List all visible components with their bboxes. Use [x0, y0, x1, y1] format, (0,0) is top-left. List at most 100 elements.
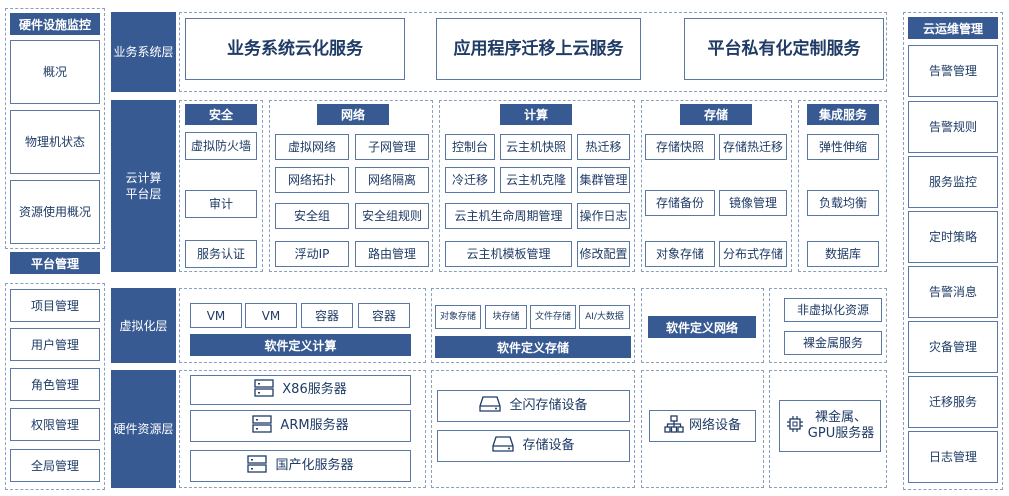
console[interactable]: 控制台 — [445, 134, 495, 160]
nav-role-management[interactable]: 角色管理 — [10, 368, 100, 401]
network-device[interactable]: 网络设备 — [649, 410, 756, 442]
network-icon — [664, 415, 684, 437]
floating-ip[interactable]: 浮动IP — [275, 241, 349, 267]
database[interactable]: 数据库 — [807, 241, 879, 267]
route-management[interactable]: 路由管理 — [355, 241, 429, 267]
virt-compute-panel — [179, 288, 426, 363]
virtual-network[interactable]: 虚拟网络 — [275, 134, 349, 160]
subnet-management[interactable]: 子网管理 — [355, 134, 429, 160]
layer-cloud-platform: 云计算 平台层 — [111, 100, 176, 272]
vm-snapshot[interactable]: 云主机快照 — [500, 134, 572, 160]
audit[interactable]: 审计 — [185, 190, 257, 218]
storage-snapshot[interactable]: 存储快照 — [645, 134, 715, 160]
software-defined-storage[interactable]: 软件定义存储 — [435, 336, 631, 358]
nav-permission-management[interactable]: 权限管理 — [10, 408, 100, 441]
image-management[interactable]: 镜像管理 — [719, 190, 787, 216]
domestic-server[interactable]: 国产化服务器 — [190, 450, 411, 482]
hardware-monitor-panel — [5, 8, 105, 249]
nav-log-management[interactable]: 日志管理 — [908, 431, 998, 483]
security-group[interactable]: 安全组 — [275, 203, 349, 229]
vm-1[interactable]: VM — [190, 303, 242, 328]
operation-log[interactable]: 操作日志 — [577, 203, 630, 229]
vm-2[interactable]: VM — [245, 303, 297, 328]
load-balancer[interactable]: 负载均衡 — [807, 190, 879, 216]
hard-drive-icon — [479, 395, 502, 417]
network-panel — [269, 100, 433, 272]
container-2[interactable]: 容器 — [358, 303, 410, 328]
service-auth[interactable]: 服务认证 — [185, 240, 257, 268]
distributed-storage[interactable]: 分布式存储 — [719, 241, 787, 267]
baremetal-line2: GPU服务器 — [807, 426, 875, 441]
baremetal-line1: 裸金属、 — [814, 410, 867, 425]
nav-alert-messages[interactable]: 告警消息 — [908, 266, 998, 318]
security-group-rules[interactable]: 安全组规则 — [355, 203, 429, 229]
nav-migration-service[interactable]: 迁移服务 — [908, 376, 998, 428]
arm-server[interactable]: ARM服务器 — [190, 410, 411, 442]
server-icon — [252, 415, 273, 437]
platform-management-title: 平台管理 — [10, 252, 100, 274]
container-1[interactable]: 容器 — [301, 303, 353, 328]
nav-resource-usage[interactable]: 资源使用概况 — [10, 180, 100, 244]
nav-overview[interactable]: 概况 — [10, 40, 100, 104]
network-topology[interactable]: 网络拓扑 — [275, 167, 349, 193]
x86-server[interactable]: X86服务器 — [190, 375, 411, 405]
storage-backup[interactable]: 存储备份 — [645, 190, 715, 216]
hw-network-panel — [641, 370, 764, 488]
vm-clone[interactable]: 云主机克隆 — [500, 167, 572, 193]
bare-metal-service[interactable]: 裸金属服务 — [784, 331, 882, 355]
virtual-firewall[interactable]: 虚拟防火墙 — [185, 132, 257, 160]
all-flash-storage[interactable]: 全闪存储设备 — [437, 390, 630, 422]
non-virtualized-resources[interactable]: 非虚拟化资源 — [784, 298, 882, 322]
compute-panel — [439, 100, 635, 272]
layer-hardware: 硬件资源层 — [111, 370, 176, 488]
chip-icon — [786, 415, 804, 437]
security-title: 安全 — [185, 104, 257, 125]
nav-global-management[interactable]: 全局管理 — [10, 449, 100, 482]
nav-service-monitor[interactable]: 服务监控 — [908, 156, 998, 208]
object-storage[interactable]: 对象存储 — [645, 241, 715, 267]
storage-device[interactable]: 存储设备 — [437, 430, 630, 462]
object-storage-virt[interactable]: 对象存储 — [435, 305, 481, 329]
software-defined-network[interactable]: 软件定义网络 — [648, 316, 756, 338]
storage-title: 存储 — [680, 104, 752, 125]
nav-scheduled-policy[interactable]: 定时策略 — [908, 211, 998, 263]
vm-template[interactable]: 云主机模板管理 — [445, 241, 572, 267]
nav-disaster-recovery[interactable]: 灾备管理 — [908, 321, 998, 373]
private-customization-service[interactable]: 平台私有化定制服务 — [684, 18, 884, 80]
app-migration-service[interactable]: 应用程序迁移上云服务 — [436, 18, 641, 80]
cluster-management[interactable]: 集群管理 — [577, 167, 630, 193]
cold-migration[interactable]: 冷迁移 — [445, 167, 495, 193]
modify-config[interactable]: 修改配置 — [577, 241, 630, 267]
x86-server-label: X86服务器 — [282, 382, 347, 397]
nav-physical-machine-status[interactable]: 物理机状态 — [10, 110, 100, 174]
hw-baremetal-panel — [769, 370, 887, 488]
nav-user-management[interactable]: 用户管理 — [10, 328, 100, 361]
virt-network-panel — [641, 288, 764, 363]
storage-hot-migration[interactable]: 存储热迁移 — [719, 134, 787, 160]
software-defined-compute[interactable]: 软件定义计算 — [190, 334, 411, 356]
file-storage[interactable]: 文件存储 — [530, 305, 576, 329]
layer-cloud-line1: 云计算 — [125, 171, 162, 185]
nav-alert-rules[interactable]: 告警规则 — [908, 101, 998, 153]
integration-title: 集成服务 — [807, 104, 879, 125]
layer-virtualization: 虚拟化层 — [111, 288, 176, 363]
vm-lifecycle[interactable]: 云主机生命周期管理 — [445, 203, 572, 229]
server-icon — [254, 379, 274, 401]
hot-migration[interactable]: 热迁移 — [577, 134, 630, 160]
network-isolation[interactable]: 网络隔离 — [355, 167, 429, 193]
business-cloud-service[interactable]: 业务系统云化服务 — [185, 18, 405, 80]
hardware-monitor-title: 硬件设施监控 — [10, 13, 100, 35]
platform-management-panel — [5, 283, 105, 490]
storage-panel — [641, 100, 792, 272]
arm-server-label: ARM服务器 — [280, 418, 349, 433]
cloud-ops-panel — [903, 12, 1003, 490]
auto-scaling[interactable]: 弹性伸缩 — [807, 134, 879, 160]
virt-nonvirt-panel — [769, 288, 887, 363]
nav-alert-management[interactable]: 告警管理 — [908, 45, 998, 97]
baremetal-gpu-server[interactable]: 裸金属、 GPU服务器 — [779, 400, 881, 452]
ai-bigdata[interactable]: AI/大数据 — [579, 305, 630, 329]
nav-project-management[interactable]: 项目管理 — [10, 289, 100, 322]
baremetal-gpu-label: 裸金属、 GPU服务器 — [808, 410, 874, 442]
cloud-ops-title: 云运维管理 — [908, 17, 998, 39]
block-storage[interactable]: 块存储 — [485, 305, 527, 329]
